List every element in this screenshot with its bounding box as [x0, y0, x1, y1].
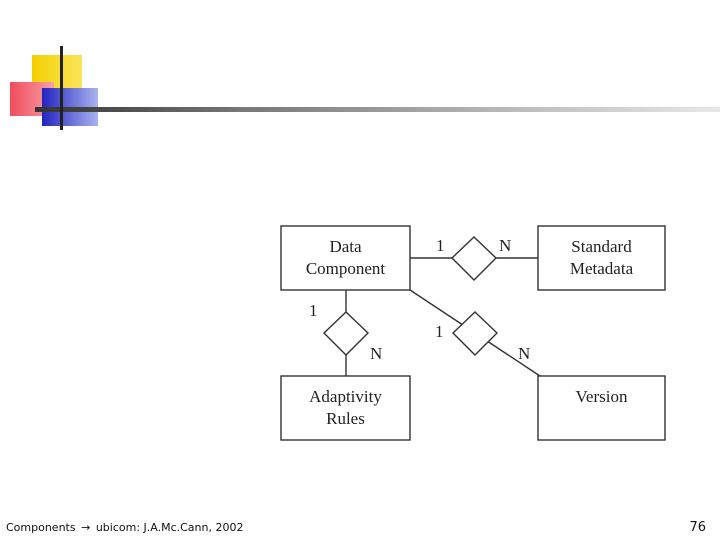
cardinality-label: 1	[309, 301, 318, 320]
relationship-diamond-rules	[322, 311, 370, 356]
cardinality-label: N	[370, 344, 382, 363]
entity-label-line: Rules	[326, 409, 365, 428]
arrow-right-icon: →	[81, 521, 91, 534]
cardinality-label: 1	[435, 322, 444, 341]
entity-label-line: Component	[306, 259, 386, 278]
entity-label-line: Data	[329, 237, 362, 256]
title-rule-line	[35, 107, 720, 112]
entity-adaptivity-rules: Adaptivity Rules	[280, 375, 411, 441]
slide-footer: Components → ubicom: J.A.Mc.Cann, 2002	[6, 521, 243, 534]
relationship-diamond-version	[451, 311, 499, 356]
entity-label-line: Metadata	[570, 259, 634, 278]
entity-data-component: Data Component	[280, 225, 411, 291]
slide-logo	[0, 0, 720, 140]
footer-text-right: ubicom: J.A.Mc.Cann, 2002	[95, 521, 244, 534]
page-number: 76	[689, 520, 706, 535]
entity-label-line: Adaptivity	[309, 387, 382, 406]
cardinality-label: 1	[436, 236, 445, 255]
entity-version: Version	[537, 375, 666, 441]
relationship-diamond-metadata	[450, 236, 498, 281]
entity-standard-metadata: Standard Metadata	[537, 225, 666, 291]
cardinality-label: N	[518, 344, 530, 363]
entity-label-line: Standard	[571, 237, 632, 256]
footer-text-left: Components	[6, 521, 76, 534]
logo-vertical-line	[60, 46, 63, 130]
entity-label-line: Version	[576, 387, 628, 406]
cardinality-label: N	[499, 236, 511, 255]
